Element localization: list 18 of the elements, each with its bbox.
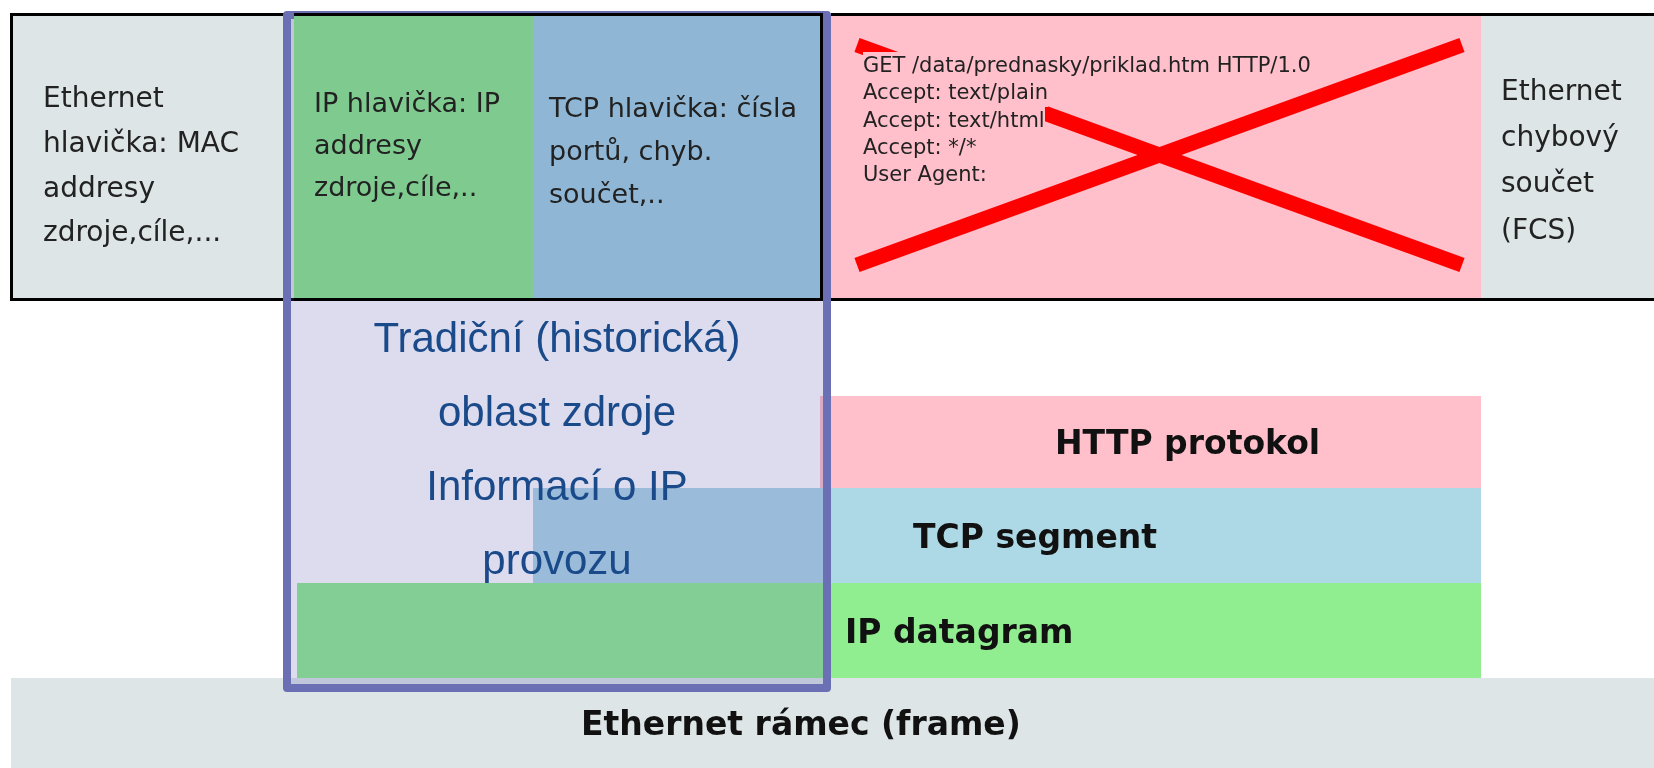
layer-label: Ethernet rámec (frame) — [581, 703, 1021, 743]
layer-band — [820, 396, 1481, 488]
layer-label: TCP segment — [913, 516, 1158, 555]
trailer-cell — [1481, 13, 1654, 301]
payload-cell — [831, 13, 1484, 301]
header-description: Ethernet hlavička: MAC addresy zdroje,cíle,... — [43, 80, 240, 251]
header-description: IP hlavička: IP addresy zdroje,cíle,.. — [314, 86, 501, 204]
layer-label: IP datagram — [845, 611, 1074, 650]
header-cell — [294, 13, 536, 301]
header-description: Ethernet chybový součet (FCS) — [1501, 73, 1623, 248]
highlight-region — [283, 11, 831, 692]
layer-band — [11, 678, 1654, 768]
header-cell — [533, 13, 823, 301]
layer-band — [297, 583, 1481, 678]
header-description: TCP hlavička: čísla portů, chyb. součet,.. — [549, 91, 798, 212]
layer-label: HTTP protokol — [1055, 422, 1321, 462]
header-cell — [10, 13, 297, 301]
region-caption: Tradiční (historická) oblast zdroje Informací o IP provozu — [372, 313, 742, 585]
